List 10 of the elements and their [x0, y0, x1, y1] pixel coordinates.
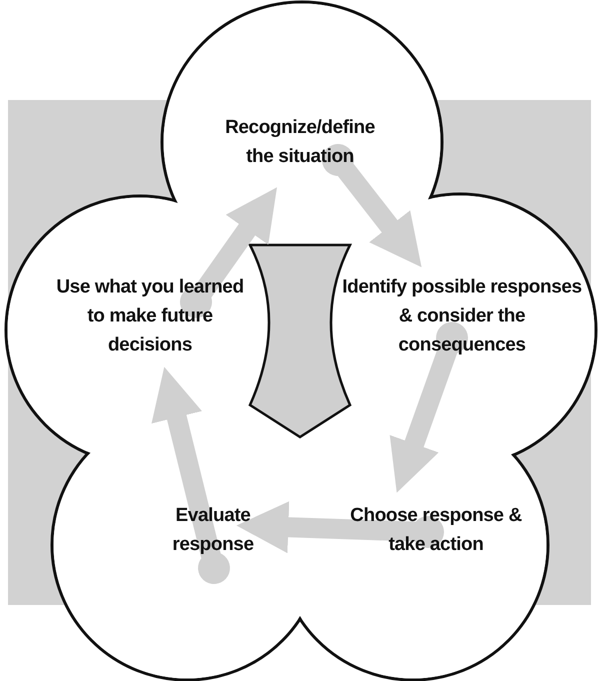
arrow: [152, 366, 230, 584]
step-label: Identify possible responses & consider the consequences: [342, 276, 582, 358]
arrow: [390, 322, 468, 493]
step-label: Recognize/define the situation: [224, 116, 376, 169]
step-label: Use what you learned to make future decisions: [55, 276, 245, 358]
arrow: [322, 144, 422, 268]
step-label: Choose response & take action: [349, 504, 523, 557]
step-label: Evaluate response: [171, 504, 255, 557]
arrow: [180, 187, 277, 318]
arrow: [236, 501, 444, 554]
